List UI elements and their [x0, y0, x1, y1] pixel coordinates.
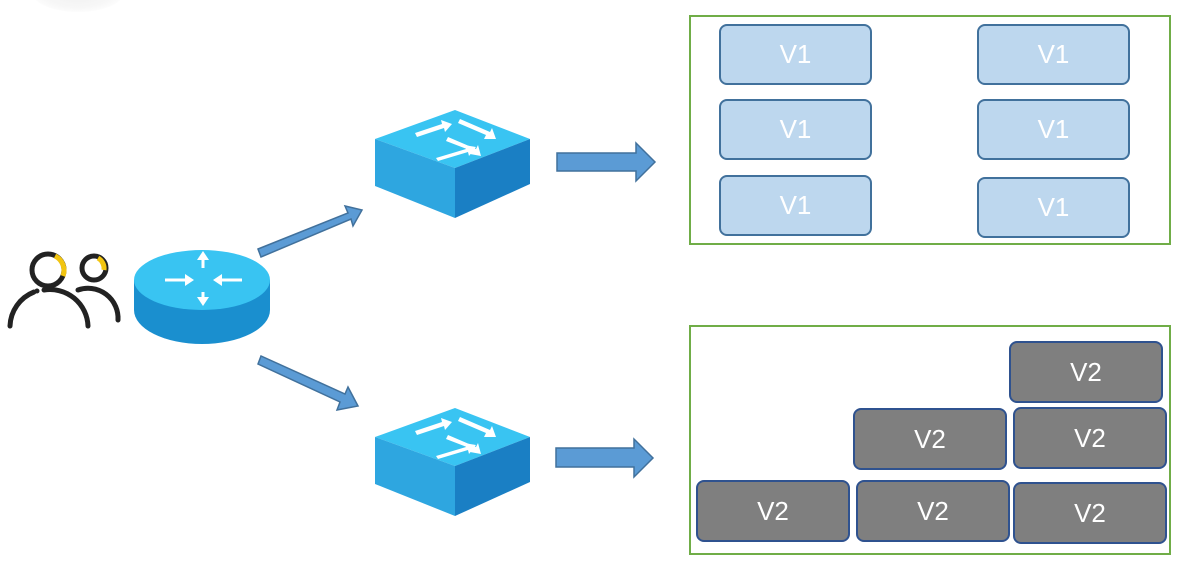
- arrow-top-switch-to-v1-group: [556, 141, 657, 183]
- v2-node: V2: [696, 480, 850, 542]
- v1-node: V1: [977, 99, 1130, 160]
- v2-node: V2: [1013, 482, 1167, 544]
- v1-node: V1: [719, 99, 872, 160]
- v2-node: V2: [1009, 341, 1163, 403]
- switch-top-icon: [375, 110, 530, 218]
- arrow-bottom-switch-to-v2-group: [555, 437, 655, 479]
- v2-node: V2: [853, 408, 1007, 470]
- v2-node: V2: [856, 480, 1010, 542]
- v1-node: V1: [977, 24, 1130, 85]
- router-icon: [134, 250, 270, 344]
- v1-node: V1: [719, 24, 872, 85]
- background-blob: [32, 0, 124, 12]
- v1-node: V1: [977, 177, 1130, 238]
- users-icon: [7, 251, 121, 329]
- v2-node: V2: [1013, 407, 1167, 469]
- arrow-router-to-bottom-switch: [257, 354, 360, 411]
- v1-node: V1: [719, 175, 872, 236]
- switch-bottom-icon: [375, 408, 530, 516]
- arrow-router-to-top-switch: [257, 204, 364, 258]
